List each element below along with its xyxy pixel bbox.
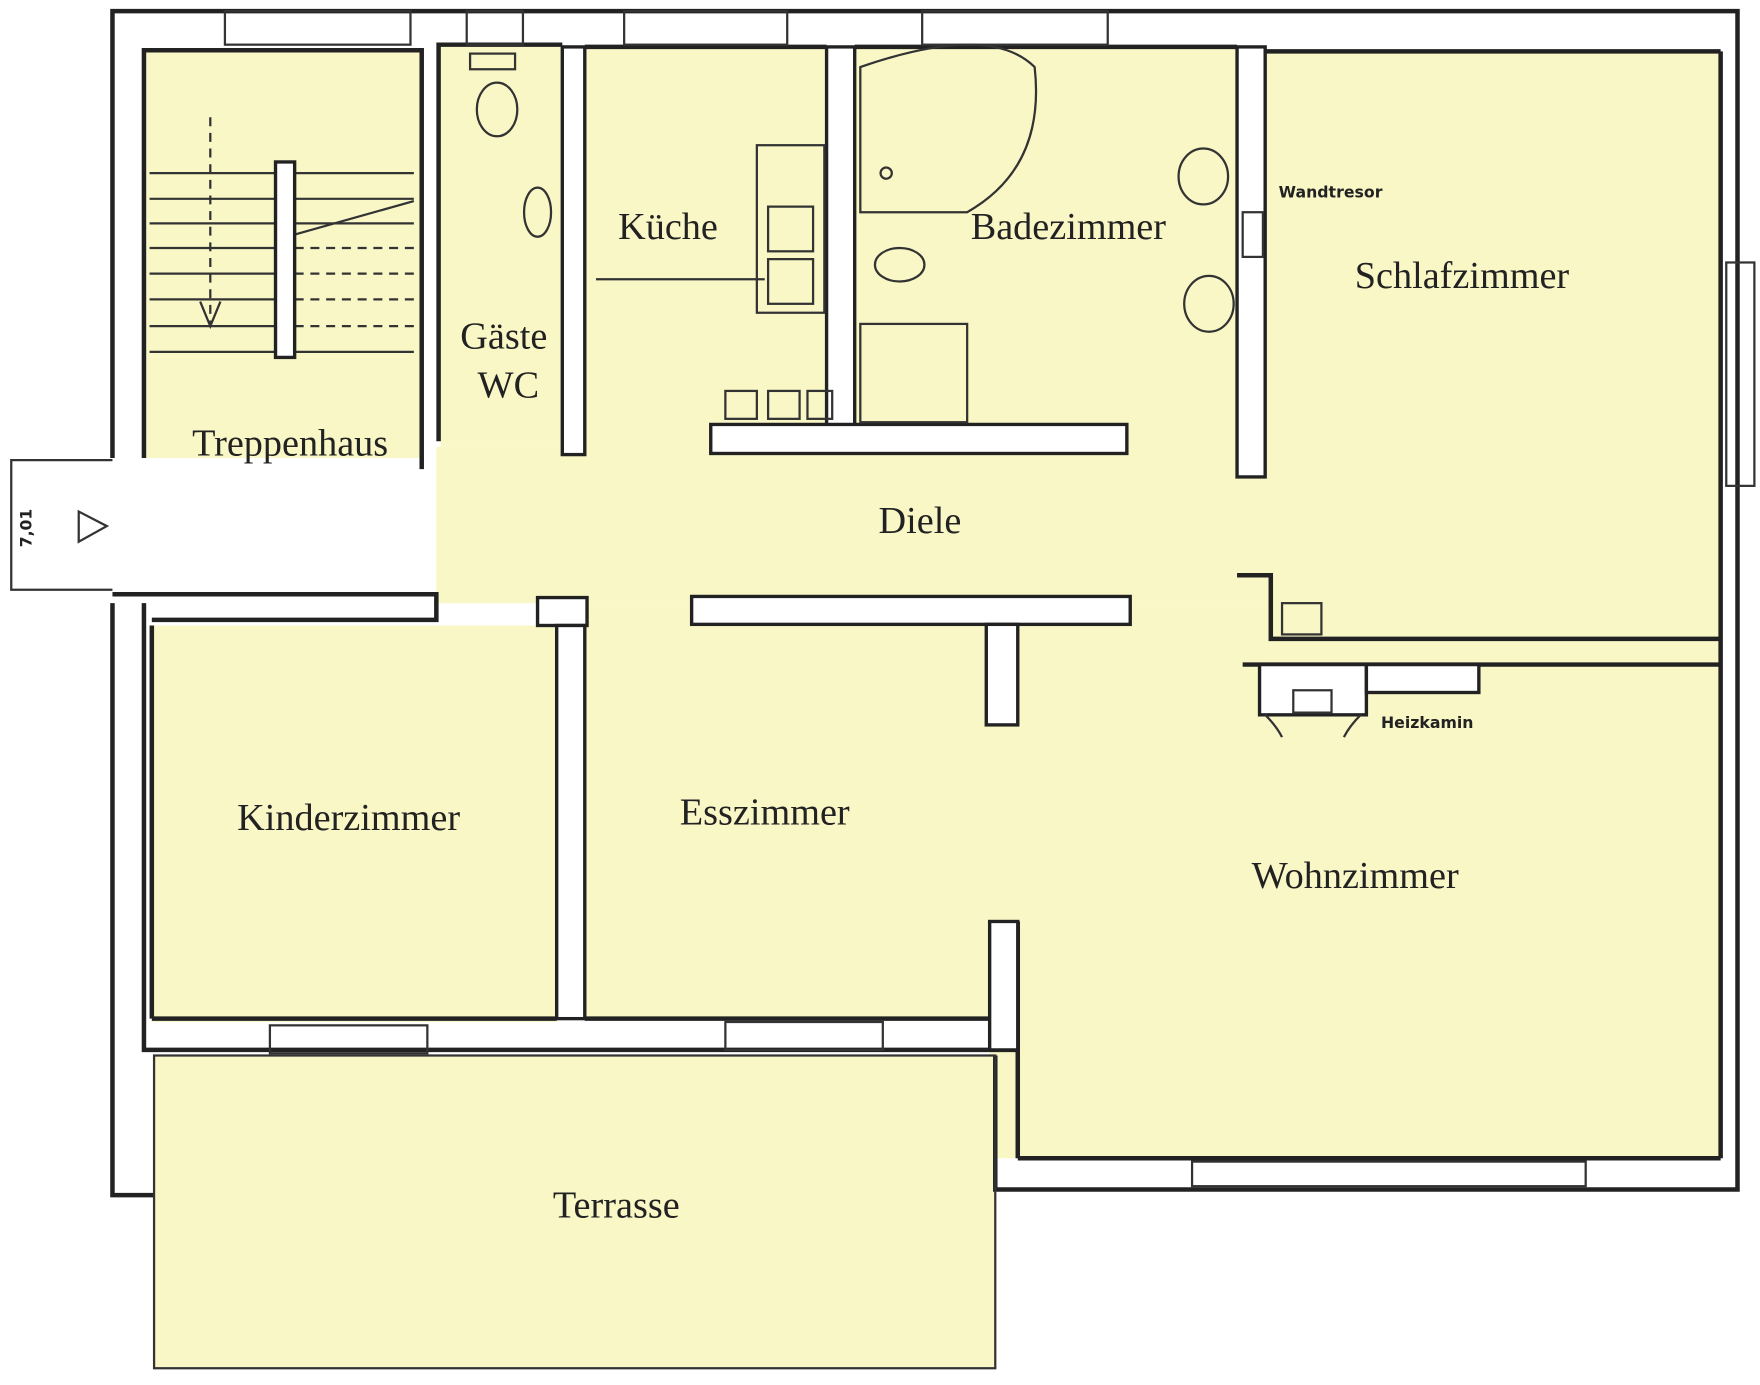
label-diele: Diele bbox=[879, 500, 962, 542]
windows bbox=[223, 10, 1756, 1188]
room-kinderzimmer bbox=[151, 625, 557, 1022]
stove-icon bbox=[755, 144, 826, 314]
toilet-icon bbox=[475, 81, 519, 138]
label-kinderzimmer: Kinderzimmer bbox=[237, 797, 460, 839]
label-kueche: Küche bbox=[618, 206, 718, 248]
room-esszimmer bbox=[584, 603, 1013, 1019]
label-wandtresor: Wandtresor bbox=[1279, 183, 1383, 202]
room-terrasse bbox=[154, 1055, 996, 1369]
shower-icon bbox=[859, 322, 969, 424]
room-badezimmer bbox=[854, 46, 1238, 450]
label-heizkamin: Heizkamin bbox=[1381, 713, 1474, 732]
label-schlafzimmer: Schlafzimmer bbox=[1355, 255, 1570, 297]
label-treppenhaus: Treppenhaus bbox=[192, 423, 388, 465]
room-fills bbox=[146, 44, 1721, 1369]
label-terrasse: Terrasse bbox=[553, 1185, 680, 1227]
label-gaeste: Gäste bbox=[460, 316, 547, 358]
label-entrance-dimension: 7,01 bbox=[16, 509, 35, 548]
room-gaeste-wc bbox=[440, 44, 565, 447]
sink-icon bbox=[1177, 147, 1230, 206]
sink-icon bbox=[522, 186, 553, 238]
room-schlafzimmer bbox=[1265, 51, 1721, 639]
bathtub-icon bbox=[859, 43, 1038, 214]
room-labels: Treppenhaus Gäste WC Küche Badezimmer Sc… bbox=[16, 183, 1569, 1227]
stairs bbox=[149, 117, 415, 360]
label-badezimmer: Badezimmer bbox=[971, 206, 1167, 248]
label-wc: WC bbox=[478, 365, 540, 407]
label-esszimmer: Esszimmer bbox=[680, 791, 850, 833]
label-wohnzimmer: Wohnzimmer bbox=[1252, 855, 1459, 897]
toilet-icon bbox=[873, 246, 926, 283]
room-diele bbox=[436, 446, 1269, 604]
sink-icon bbox=[1183, 274, 1235, 333]
fixtures bbox=[77, 43, 1265, 544]
walls bbox=[10, 8, 1740, 1370]
entrance-arrow-icon bbox=[77, 509, 110, 544]
